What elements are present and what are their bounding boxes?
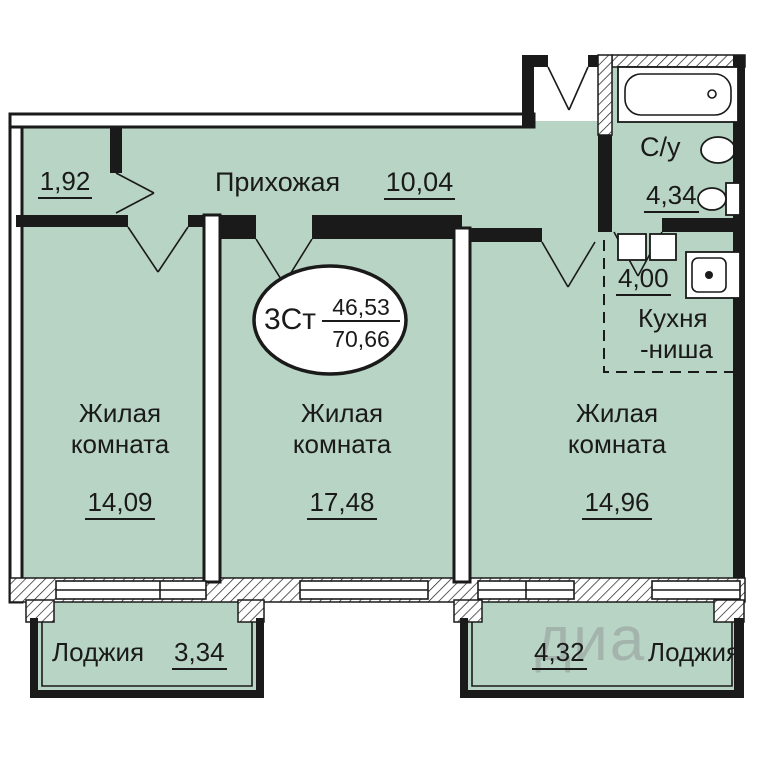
bathroom-label: С/у [640, 132, 681, 162]
badge-area-total: 70,66 [332, 326, 390, 352]
entrance-door [547, 66, 589, 111]
hallway-area: 10,04 [383, 167, 456, 200]
kitchen-appliance-icon [649, 233, 677, 261]
room3-label: Жилая комната [567, 398, 667, 459]
interior-walls [16, 127, 745, 584]
watermark: диа [535, 605, 647, 674]
bathroom-sink-icon [700, 136, 743, 164]
closet-door [115, 172, 155, 214]
kitchen-area: 4,00 [616, 263, 671, 296]
closet-area: 1,92 [30, 166, 100, 199]
room1-door [127, 226, 189, 273]
loggia-right-walls [453, 599, 745, 698]
loggia-left-label: Лоджия [52, 637, 145, 667]
bathtub-icon [617, 66, 739, 123]
room2-label: Жилая комната [292, 398, 392, 459]
toilet-icon [697, 182, 741, 216]
loggia-right-label: Лоджия [648, 637, 741, 667]
hallway-label-row: Прихожая 10,04 [215, 167, 456, 200]
bathroom-area: 4,34 [644, 180, 699, 213]
loggia-left-walls [25, 599, 265, 698]
hallway-label: Прихожая [215, 167, 341, 197]
room1-area: 14,09 [30, 487, 210, 520]
washing-machine-icon [617, 233, 647, 261]
badge-type: 3Ст [263, 303, 317, 336]
kitchen-sink-icon [685, 251, 741, 299]
kitchen-label-line2: -ниша [640, 334, 713, 364]
loggia-left-area: 3,34 [172, 637, 227, 670]
room3-area: 14,96 [527, 487, 707, 520]
room3-door [541, 241, 596, 288]
kitchen-niche-boundary [603, 240, 739, 373]
apartment-badge-oval [252, 264, 408, 376]
kitchen-label-line1: Кухня [638, 303, 708, 333]
badge-area-living: 46,53 [332, 294, 390, 320]
loggia-right-area: 4,32 [532, 637, 587, 670]
room2-area: 17,48 [252, 487, 432, 520]
windows [55, 580, 741, 600]
room1-label: Жилая комната [70, 398, 170, 459]
